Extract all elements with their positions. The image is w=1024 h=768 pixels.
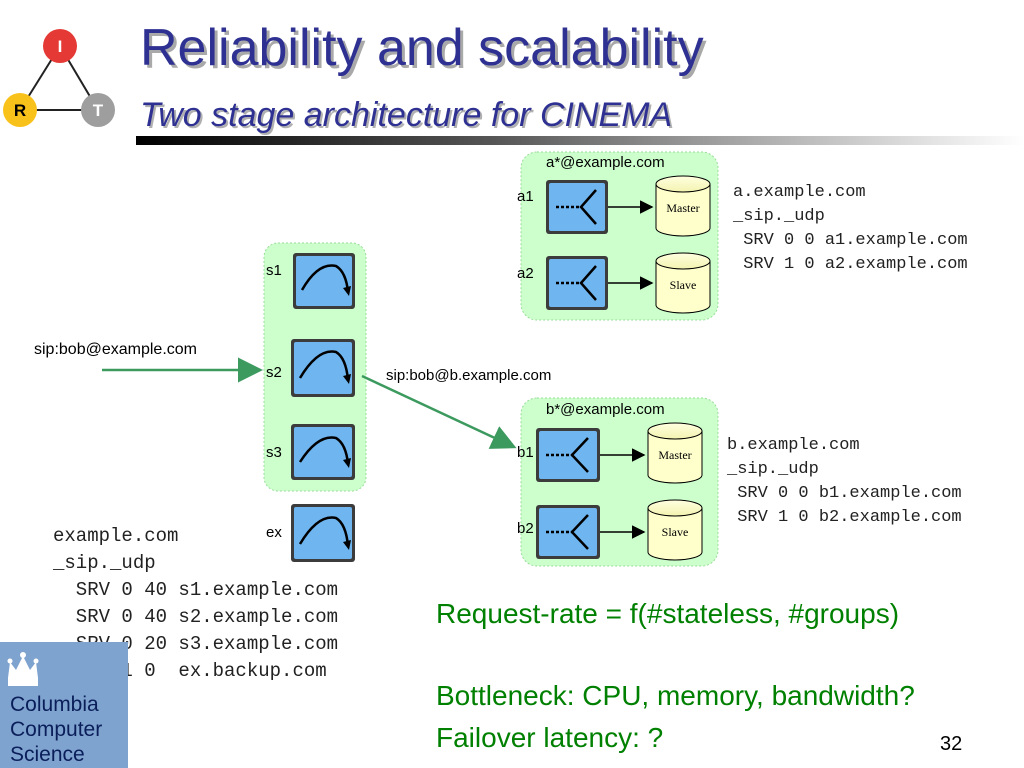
server-s3: [291, 424, 355, 480]
irt-circle-r: [3, 93, 37, 127]
irt-circle-t: [81, 93, 115, 127]
db-a-slave: [655, 252, 711, 314]
irt-letter-t: T: [93, 101, 104, 120]
note-bottleneck: Bottleneck: CPU, memory, bandwidth?: [436, 680, 915, 711]
db-a-slave-label: Slave: [670, 278, 697, 292]
crown-icon: [7, 652, 39, 686]
node-label-b1: b1: [517, 444, 534, 461]
server-label-s1: s1: [266, 262, 282, 279]
dns-records-a: a.example.com _sip._udp SRV 0 0 a1.examp…: [733, 183, 968, 274]
node-label-a1: a1: [517, 188, 534, 205]
db-a-master: [655, 175, 711, 237]
db-b-master-label: Master: [658, 448, 691, 462]
proxy-a1: [546, 180, 608, 234]
page-number: 32: [940, 733, 963, 755]
proxy-a2: [546, 256, 608, 310]
db-a-master-label: Master: [666, 201, 699, 215]
server-label-s3: s3: [266, 444, 282, 461]
incoming-uri: sip:bob@example.com: [34, 341, 197, 358]
irt-logo: I R T: [3, 29, 115, 127]
server-s2: [291, 339, 355, 397]
db-b-master: [647, 422, 703, 484]
proxy-b2: [536, 505, 600, 559]
irt-circle-i: [43, 29, 77, 63]
server-s1: [293, 253, 355, 309]
server-ex: [291, 504, 355, 562]
node-label-a2: a2: [517, 265, 534, 282]
irt-letter-r: R: [14, 101, 26, 120]
node-label-b2: b2: [517, 520, 534, 537]
columbia-logo-text: Columbia Computer Science: [10, 693, 103, 766]
forward-arrow: [361, 374, 517, 449]
db-b-slave: [647, 499, 703, 561]
slide-subtitle: Two stage architecture for CINEMA: [140, 96, 673, 134]
note-failover: Failover latency: ?: [436, 722, 664, 753]
server-label-ex: ex: [266, 524, 282, 541]
note-request-rate: Request-rate = f(#stateless, #groups): [436, 598, 900, 629]
irt-letter-i: I: [58, 37, 63, 56]
proxy-b1: [536, 428, 600, 482]
cluster-a-header: a*@example.com: [546, 154, 665, 171]
dns-records-b: b.example.com _sip._udp SRV 0 0 b1.examp…: [727, 436, 962, 527]
forwarded-uri: sip:bob@b.example.com: [386, 367, 551, 384]
cluster-b-header: b*@example.com: [546, 401, 665, 418]
server-label-s2: s2: [266, 364, 282, 381]
columbia-logo: Columbia Computer Science: [0, 642, 128, 768]
title-rule: [136, 136, 1024, 145]
db-b-slave-label: Slave: [662, 525, 689, 539]
slide-title: Reliability and scalability: [140, 19, 704, 77]
